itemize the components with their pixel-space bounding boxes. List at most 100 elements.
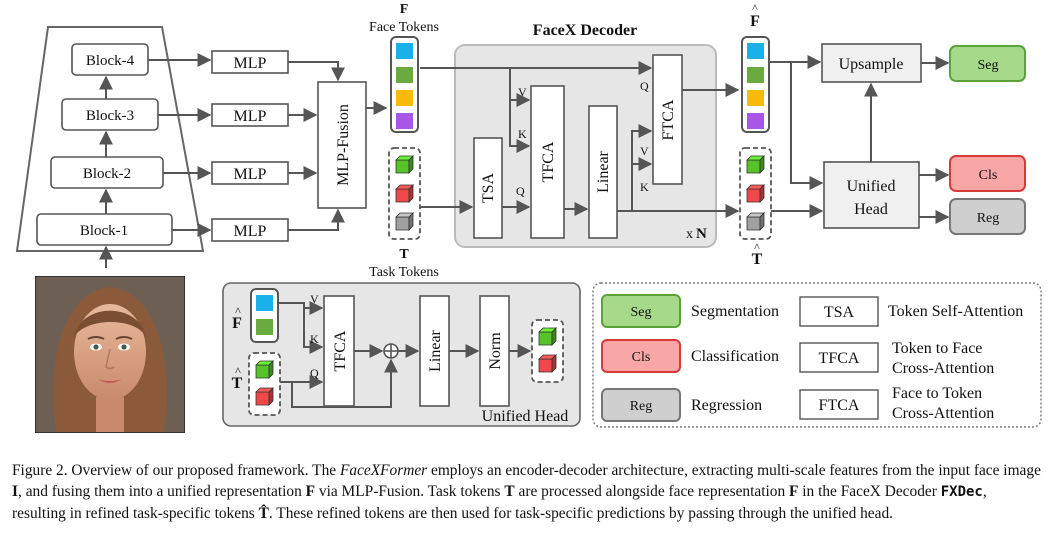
legend-ftca-abbr: FTCA bbox=[819, 397, 860, 414]
repeat-n: N bbox=[696, 226, 707, 242]
input-face-image bbox=[35, 276, 185, 433]
hd-q-port: Q bbox=[310, 366, 319, 380]
block-2-label: Block-2 bbox=[83, 166, 131, 182]
hd-k-port: K bbox=[310, 332, 319, 346]
task-token-cube-2 bbox=[395, 184, 414, 203]
caption-part: employs an encoder-decoder architecture,… bbox=[427, 462, 1041, 479]
mlp-fusion-box bbox=[317, 81, 367, 209]
face-tokens-label: Face Tokens bbox=[369, 20, 439, 35]
hd-f-hat-caret: ^ bbox=[235, 304, 241, 318]
unified-head-line-2: Head bbox=[854, 201, 888, 218]
figure-caption: Figure 2. Overview of our proposed frame… bbox=[12, 460, 1042, 524]
face-illustration bbox=[36, 277, 184, 432]
caption-part: via MLP-Fusion. Task tokens bbox=[315, 483, 505, 500]
caption-symbol: T bbox=[504, 483, 515, 500]
legend-seg-chip bbox=[601, 294, 681, 328]
face-token-4 bbox=[396, 113, 413, 129]
f-hat-symbol: F bbox=[750, 13, 760, 30]
ftca-label: FTCA bbox=[660, 99, 677, 140]
cube-face bbox=[538, 331, 553, 346]
mlp-label-4: MLP bbox=[234, 55, 267, 72]
legend-ftca-desc-2: Cross-Attention bbox=[892, 405, 994, 422]
upsample-box bbox=[821, 43, 922, 83]
hd-f-hat-token-2 bbox=[256, 319, 273, 335]
legend-cls-chip-label: Cls bbox=[632, 350, 651, 365]
cube-face bbox=[551, 327, 557, 346]
decoder-title: FaceX Decoder bbox=[533, 22, 637, 39]
ftca-k-port: K bbox=[640, 180, 649, 194]
legend-reg-chip bbox=[601, 388, 681, 422]
legend-tsa-box bbox=[799, 296, 879, 327]
task-token-cube-3 bbox=[395, 212, 414, 231]
hd-t-hat-cube-2 bbox=[255, 387, 274, 406]
legend-seg-chip-label: Seg bbox=[631, 305, 652, 320]
f-hat-token-4 bbox=[747, 113, 764, 129]
caption-part: , and fusing them into a unified represe… bbox=[18, 483, 306, 500]
block-1-label: Block-1 bbox=[80, 223, 128, 239]
cube-face bbox=[408, 184, 414, 203]
face-token-1 bbox=[396, 43, 413, 59]
decoder-tfca-label: TFCA bbox=[540, 141, 557, 182]
repeat-x: x bbox=[686, 227, 693, 242]
f-hat-token-2 bbox=[747, 67, 764, 83]
cube-face bbox=[255, 364, 270, 379]
ftca-v-port: V bbox=[640, 144, 649, 158]
hd-t-hat-cube-1 bbox=[255, 360, 274, 379]
cube-face bbox=[408, 212, 414, 231]
t-hat-cube-3 bbox=[746, 212, 765, 231]
legend-reg-chip-label: Reg bbox=[630, 399, 653, 414]
caption-part: , resulting in refined task-specific tok… bbox=[12, 483, 987, 522]
t-hat-caret: ^ bbox=[754, 240, 760, 254]
face-token-3 bbox=[396, 90, 413, 106]
legend-reg-text: Regression bbox=[691, 397, 762, 414]
tsa-label: TSA bbox=[480, 172, 497, 203]
reg-output-box bbox=[949, 198, 1026, 235]
cls-output-label: Cls bbox=[979, 168, 998, 183]
mlp-label-3: MLP bbox=[234, 108, 267, 125]
hd-output-cube-1 bbox=[538, 327, 557, 346]
caption-symbol: T̂ bbox=[258, 505, 269, 522]
block-3-label: Block-3 bbox=[86, 108, 134, 124]
cube-face bbox=[395, 188, 410, 203]
hd-v-port: V bbox=[310, 292, 319, 306]
unified-head-line-1: Unified bbox=[847, 178, 896, 195]
cube-face bbox=[395, 159, 410, 174]
hd-linear-box bbox=[419, 295, 450, 407]
hd-t-hat-symbol: T bbox=[232, 375, 243, 392]
cls-output-box bbox=[949, 155, 1026, 192]
legend-tfca-box bbox=[799, 342, 879, 373]
cube-face bbox=[268, 360, 274, 379]
block-4-label: Block-4 bbox=[86, 53, 135, 69]
caption-part: . These refined tokens are then used for… bbox=[268, 505, 894, 522]
cube-face bbox=[538, 358, 553, 373]
legend-tfca-desc-2: Cross-Attention bbox=[892, 360, 994, 377]
decoder-linear-box bbox=[588, 105, 618, 239]
f-hat-token-1 bbox=[747, 43, 764, 59]
cube-face bbox=[408, 155, 414, 174]
decoder-linear-label: Linear bbox=[595, 150, 612, 192]
mlp-label-1: MLP bbox=[234, 223, 267, 240]
hd-linear-label: Linear bbox=[427, 329, 444, 371]
unified-head-box bbox=[823, 161, 920, 229]
tfca-q-port: Q bbox=[516, 184, 525, 198]
upsample-label: Upsample bbox=[839, 56, 904, 73]
legend-tsa-desc: Token Self-Attention bbox=[888, 303, 1023, 320]
hd-output-cube-2 bbox=[538, 354, 557, 373]
f-hat-token-3 bbox=[747, 90, 764, 106]
caption-model-name: FaceXFormer bbox=[339, 462, 428, 479]
caption-part: in the FaceX Decoder bbox=[798, 483, 941, 500]
legend-ftca-desc-1: Face to Token bbox=[892, 385, 982, 402]
cube-face bbox=[551, 354, 557, 373]
face-token-2 bbox=[396, 67, 413, 83]
legend-tsa-abbr: TSA bbox=[824, 304, 855, 321]
t-hat-cube-2 bbox=[746, 184, 765, 203]
cube-face bbox=[255, 391, 270, 406]
mlp-fusion-label: MLP-Fusion bbox=[335, 104, 352, 186]
seg-output-box bbox=[949, 45, 1026, 82]
task-tokens-label: Task Tokens bbox=[369, 265, 439, 280]
cube-face bbox=[759, 155, 765, 174]
seg-output-label: Seg bbox=[978, 58, 999, 73]
hd-tfca-label: TFCA bbox=[332, 330, 349, 371]
task-tokens-symbol: T bbox=[399, 247, 409, 262]
task-token-cube-1 bbox=[395, 155, 414, 174]
